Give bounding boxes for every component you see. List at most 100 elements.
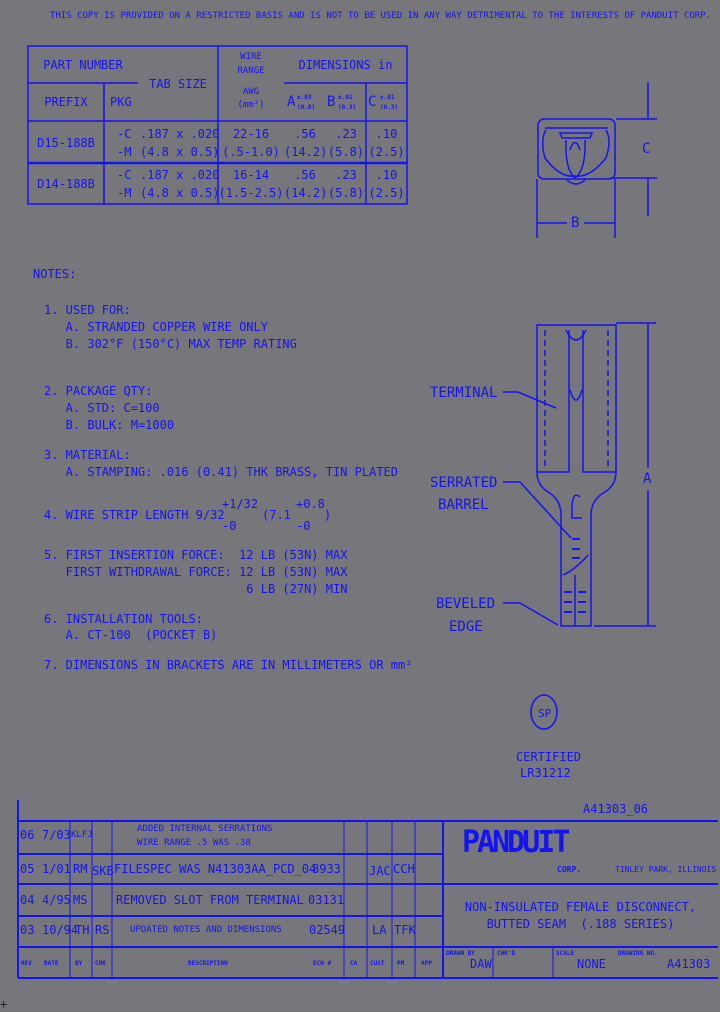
- header-wire-1: WIRE: [240, 52, 262, 62]
- row-dim-b: .23: [335, 168, 357, 182]
- rev-ecn: 8933: [312, 862, 341, 876]
- row-dim-c: (2.5): [368, 186, 405, 200]
- header-dim-c: C: [368, 94, 377, 110]
- scale-label: SCALE: [556, 950, 575, 957]
- row-dim-a: .56: [294, 127, 316, 141]
- drawing-no: A41303: [667, 957, 711, 971]
- col-date: DATE: [44, 960, 59, 967]
- drawn-by: DAW: [470, 957, 492, 971]
- csa-logo: SP: [530, 694, 558, 730]
- rev-by: RM: [73, 862, 88, 876]
- note-line: A. STRANDED COPPER WIRE ONLY: [44, 320, 268, 334]
- row-dim-a: .56: [294, 168, 316, 182]
- dim-c-tol-in: ±.01: [380, 94, 395, 101]
- row-dim-a: (14.2): [284, 186, 328, 200]
- end-view: [536, 82, 657, 238]
- row-pkg: -M: [117, 145, 132, 159]
- row-wire: (.5-1.0): [222, 145, 280, 159]
- note-line: 5. FIRST INSERTION FORCE: 12 LB (53N) MA…: [44, 548, 348, 562]
- dim-label-b: B: [571, 215, 580, 231]
- row-wire: 22-16: [232, 127, 270, 141]
- header-wire-4: (mm²): [237, 100, 265, 110]
- callout-terminal: TERMINAL: [430, 385, 498, 401]
- row-wire: (1.5-2.5): [218, 186, 284, 200]
- side-view: [503, 322, 656, 627]
- strip-tol-mm-minus: -0: [296, 519, 311, 533]
- corp-label: CORP.: [557, 865, 582, 874]
- row-wire: 16-14: [232, 168, 270, 182]
- row-prefix: D15-188B: [37, 136, 95, 150]
- row-dim-b: (5.8): [327, 186, 365, 200]
- col-cust: CUST: [370, 960, 385, 967]
- strip-tol-mm-plus: +0.8: [296, 497, 325, 511]
- notes-title: NOTES:: [33, 267, 77, 281]
- drawn-by-label: DRAWN BY: [446, 950, 475, 957]
- row-dim-c: .10: [375, 127, 398, 141]
- col-ecn: ECN #: [313, 960, 332, 967]
- row-tab-size: .187 x .020: [140, 127, 220, 141]
- note-line: A. CT-100 (POCKET B): [44, 628, 218, 642]
- note-line: FIRST WITHDRAWAL FORCE: 12 LB (53N) MAX: [44, 565, 348, 579]
- rev-ecn: 02549: [309, 923, 346, 937]
- rev: 05: [20, 862, 35, 876]
- rev-date: 7/03: [42, 828, 71, 842]
- dim-a-tol-in: ±.03: [297, 94, 312, 101]
- col-description: DESCRIPTION: [188, 960, 228, 967]
- col-chk: CHK: [95, 960, 106, 967]
- spec-table-grid: [27, 45, 408, 205]
- col-by: BY: [75, 960, 83, 967]
- rev-date: 10/94: [42, 923, 79, 937]
- callout-barrel: BARREL: [438, 497, 489, 513]
- header-wire-3: AWG: [242, 87, 260, 97]
- dim-label-c: C: [642, 141, 651, 157]
- rev-desc: WIRE RANGE .5 WAS .38: [137, 838, 251, 848]
- row-pkg: -C: [117, 127, 132, 141]
- header-dimensions: DIMENSIONS in: [298, 58, 393, 72]
- rev: 06: [20, 828, 35, 842]
- file-ref: A41303_06: [583, 802, 649, 816]
- rev-chk: RS: [95, 923, 110, 937]
- note-line: 1. USED FOR:: [44, 303, 131, 317]
- col-pm: PM: [397, 960, 405, 967]
- strip-tol-in-plus: +1/32: [222, 497, 259, 511]
- row-pkg: -C: [117, 168, 132, 182]
- col-ca: CA: [350, 960, 358, 967]
- rev-desc: REMOVED SLOT FROM TERMINAL: [116, 893, 304, 907]
- strip-tol-mm-close: ): [324, 508, 332, 522]
- note-line: 2. PACKAGE QTY:: [44, 384, 153, 398]
- drawing-no-label: DRAWING NO.: [618, 950, 658, 957]
- rev-by: MS: [73, 893, 88, 907]
- svg-text:SP: SP: [538, 707, 552, 720]
- header-dim-b: B: [327, 94, 336, 110]
- rev-desc: UPDATED NOTES AND DIMENSIONS: [130, 925, 282, 935]
- rev-desc: FILESPEC WAS N41303AA_PCD_04: [114, 862, 317, 876]
- note-line: A. STD: C=100: [44, 401, 160, 415]
- rev: 03: [20, 923, 35, 937]
- row-dim-b: .23: [335, 127, 357, 141]
- rev-by: KLFJ: [71, 830, 93, 840]
- row-tab-size: (4.8 x 0.5): [140, 145, 220, 159]
- header-wire-2: RANGE: [237, 66, 265, 76]
- row-dim-c: .10: [375, 168, 398, 182]
- drawing-title-1: NON-INSULATED FEMALE DISCONNECT,: [464, 900, 697, 914]
- row-dim-c: (2.5): [368, 145, 405, 159]
- row-dim-b: (5.8): [327, 145, 365, 159]
- col-rev: REV: [21, 960, 32, 967]
- dim-a-tol-mm: (0.8): [297, 104, 316, 111]
- callout-serrated: SERRATED: [430, 475, 498, 491]
- svg-text:+: +: [0, 997, 7, 1011]
- rev-chk: SKB: [92, 864, 114, 878]
- col-app: APP: [421, 960, 432, 967]
- cert-line-2: LR31212: [520, 766, 571, 780]
- rev-cust: JAC: [369, 864, 391, 878]
- strip-tol-in-minus: -0: [222, 519, 237, 533]
- header-tab-size: TAB SIZE: [149, 77, 207, 91]
- rev-by: TH: [75, 923, 90, 937]
- note-line: B. 302°F (150°C) MAX TEMP RATING: [44, 337, 297, 351]
- panduit-logo: PANDUIT: [462, 825, 570, 860]
- note-line: 3. MATERIAL:: [44, 448, 131, 462]
- callout-beveled: BEVELED: [436, 596, 496, 612]
- note-line: B. BULK: M=1000: [44, 418, 175, 432]
- callout-edge: EDGE: [449, 619, 483, 635]
